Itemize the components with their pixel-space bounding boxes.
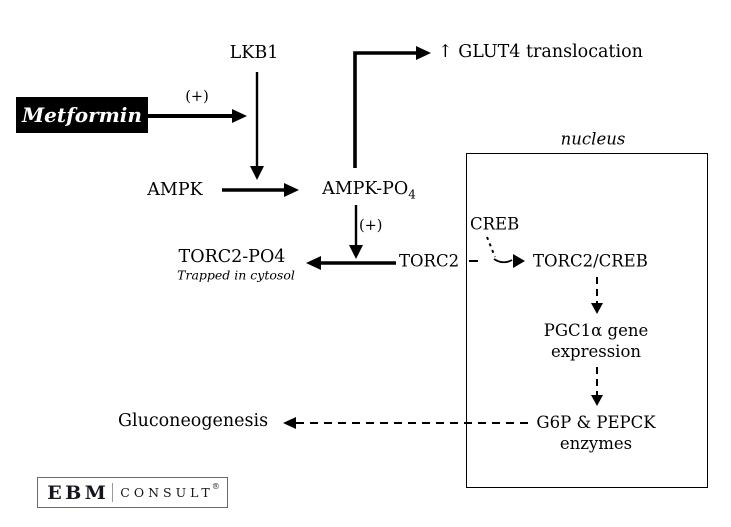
plus-label-metformin: (+) [185, 89, 209, 105]
node-pgc1a-gene-expression: PGC1α gene expression [544, 320, 649, 362]
metformin-activation-arrow [148, 109, 247, 123]
node-metformin: Metformin [16, 97, 148, 133]
creb-torc2-junction-arrow [469, 236, 525, 268]
node-glut4-translocation: ↑ GLUT4 translocation [438, 42, 643, 62]
nucleus-label: nucleus [560, 129, 626, 149]
torc2creb-to-pgc1a-arrow [591, 277, 603, 314]
logo-consult-text: CONSULT [120, 485, 214, 500]
node-torc2: TORC2 [399, 251, 460, 271]
registered-trademark-icon: ® [211, 482, 220, 491]
ebm-consult-logo: EBM CONSULT ® [37, 477, 228, 508]
node-creb: CREB [470, 214, 520, 234]
metformin-label: Metformin [22, 103, 142, 127]
g6p-to-gluconeogenesis-arrow [283, 417, 528, 429]
pgc1a-line2: expression [550, 342, 642, 361]
pgc1a-line1: PGC1α gene [543, 321, 649, 340]
ampk-po4-down-arrow [349, 205, 363, 259]
ampk-po4-subscript: 4 [408, 187, 416, 202]
plus-label-ampk-po4: (+) [359, 218, 383, 234]
ampk-phosphorylation-arrow [222, 183, 299, 197]
glut4-translocation-arrow [353, 46, 431, 168]
ampk-po4-main: AMPK-PO [322, 178, 409, 199]
pgc1a-to-g6p-arrow [591, 367, 603, 406]
node-gluconeogenesis: Gluconeogenesis [118, 411, 269, 431]
torc2-po4-arrow [306, 256, 396, 270]
g6p-line1: G6P & PEPCK [536, 413, 656, 432]
nucleus-box [466, 153, 708, 488]
node-ampk-po4: AMPK-PO4 [322, 179, 416, 202]
node-torc2-creb: TORC2/CREB [533, 251, 648, 271]
trapped-in-cytosol-caption: Trapped in cytosol [177, 267, 295, 283]
lkb1-down-arrow [250, 72, 264, 180]
logo-divider [112, 483, 114, 502]
node-lkb1: LKB1 [229, 43, 279, 63]
node-torc2-po4: TORC2-PO4 [178, 247, 286, 267]
node-ampk: AMPK [147, 180, 203, 200]
logo-ebm-text: EBM [47, 481, 110, 504]
node-g6p-pepck-enzymes: G6P & PEPCK enzymes [536, 412, 655, 454]
g6p-line2: enzymes [559, 434, 633, 453]
